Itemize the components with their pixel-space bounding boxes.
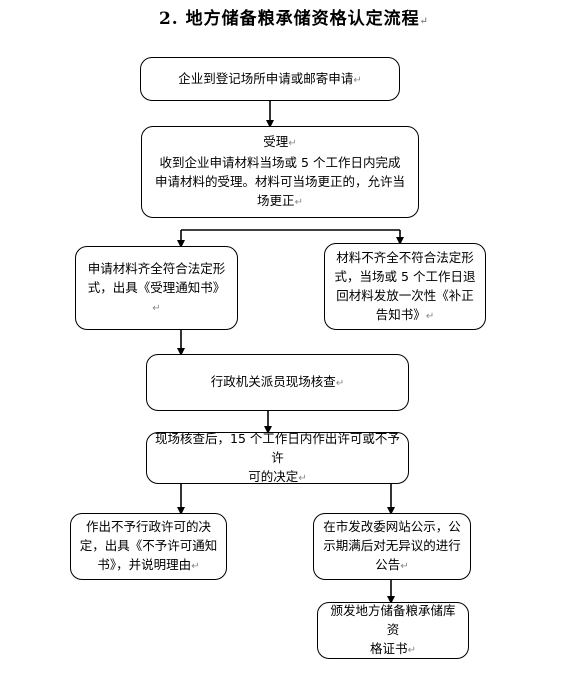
node-materials-incomplete: 材料不齐全不符合法定形 式，当场或 5 个工作日退 回材料发放一次性《补正 告知…	[324, 243, 486, 330]
node-materials-complete: 申请材料齐全符合法定形 式，出具《受理通知书》↵	[75, 246, 238, 330]
node-inspect: 行政机关派员现场核查↵	[146, 354, 409, 411]
node-apply: 企业到登记场所申请或邮寄申请↵	[140, 57, 400, 101]
node-decide: 现场核查后，15 个工作日内作出许可或不予许 可的决定↵	[146, 431, 409, 484]
node-certificate: 颁发地方储备粮承储库资 格证书↵	[317, 602, 469, 659]
node-publicize: 在市发改委网站公示，公 示期满后对无异议的进行 公告↵	[313, 513, 471, 580]
node-deny: 作出不予行政许可的决 定，出具《不予许可通知 书》，并说明理由↵	[70, 513, 227, 580]
node-accept: 受理↵ 收到企业申请材料当场或 5 个工作日内完成 申请材料的受理。材料可当场更…	[141, 126, 419, 218]
page-title: 2. 地方储备粮承储资格认定流程↵	[158, 9, 430, 29]
